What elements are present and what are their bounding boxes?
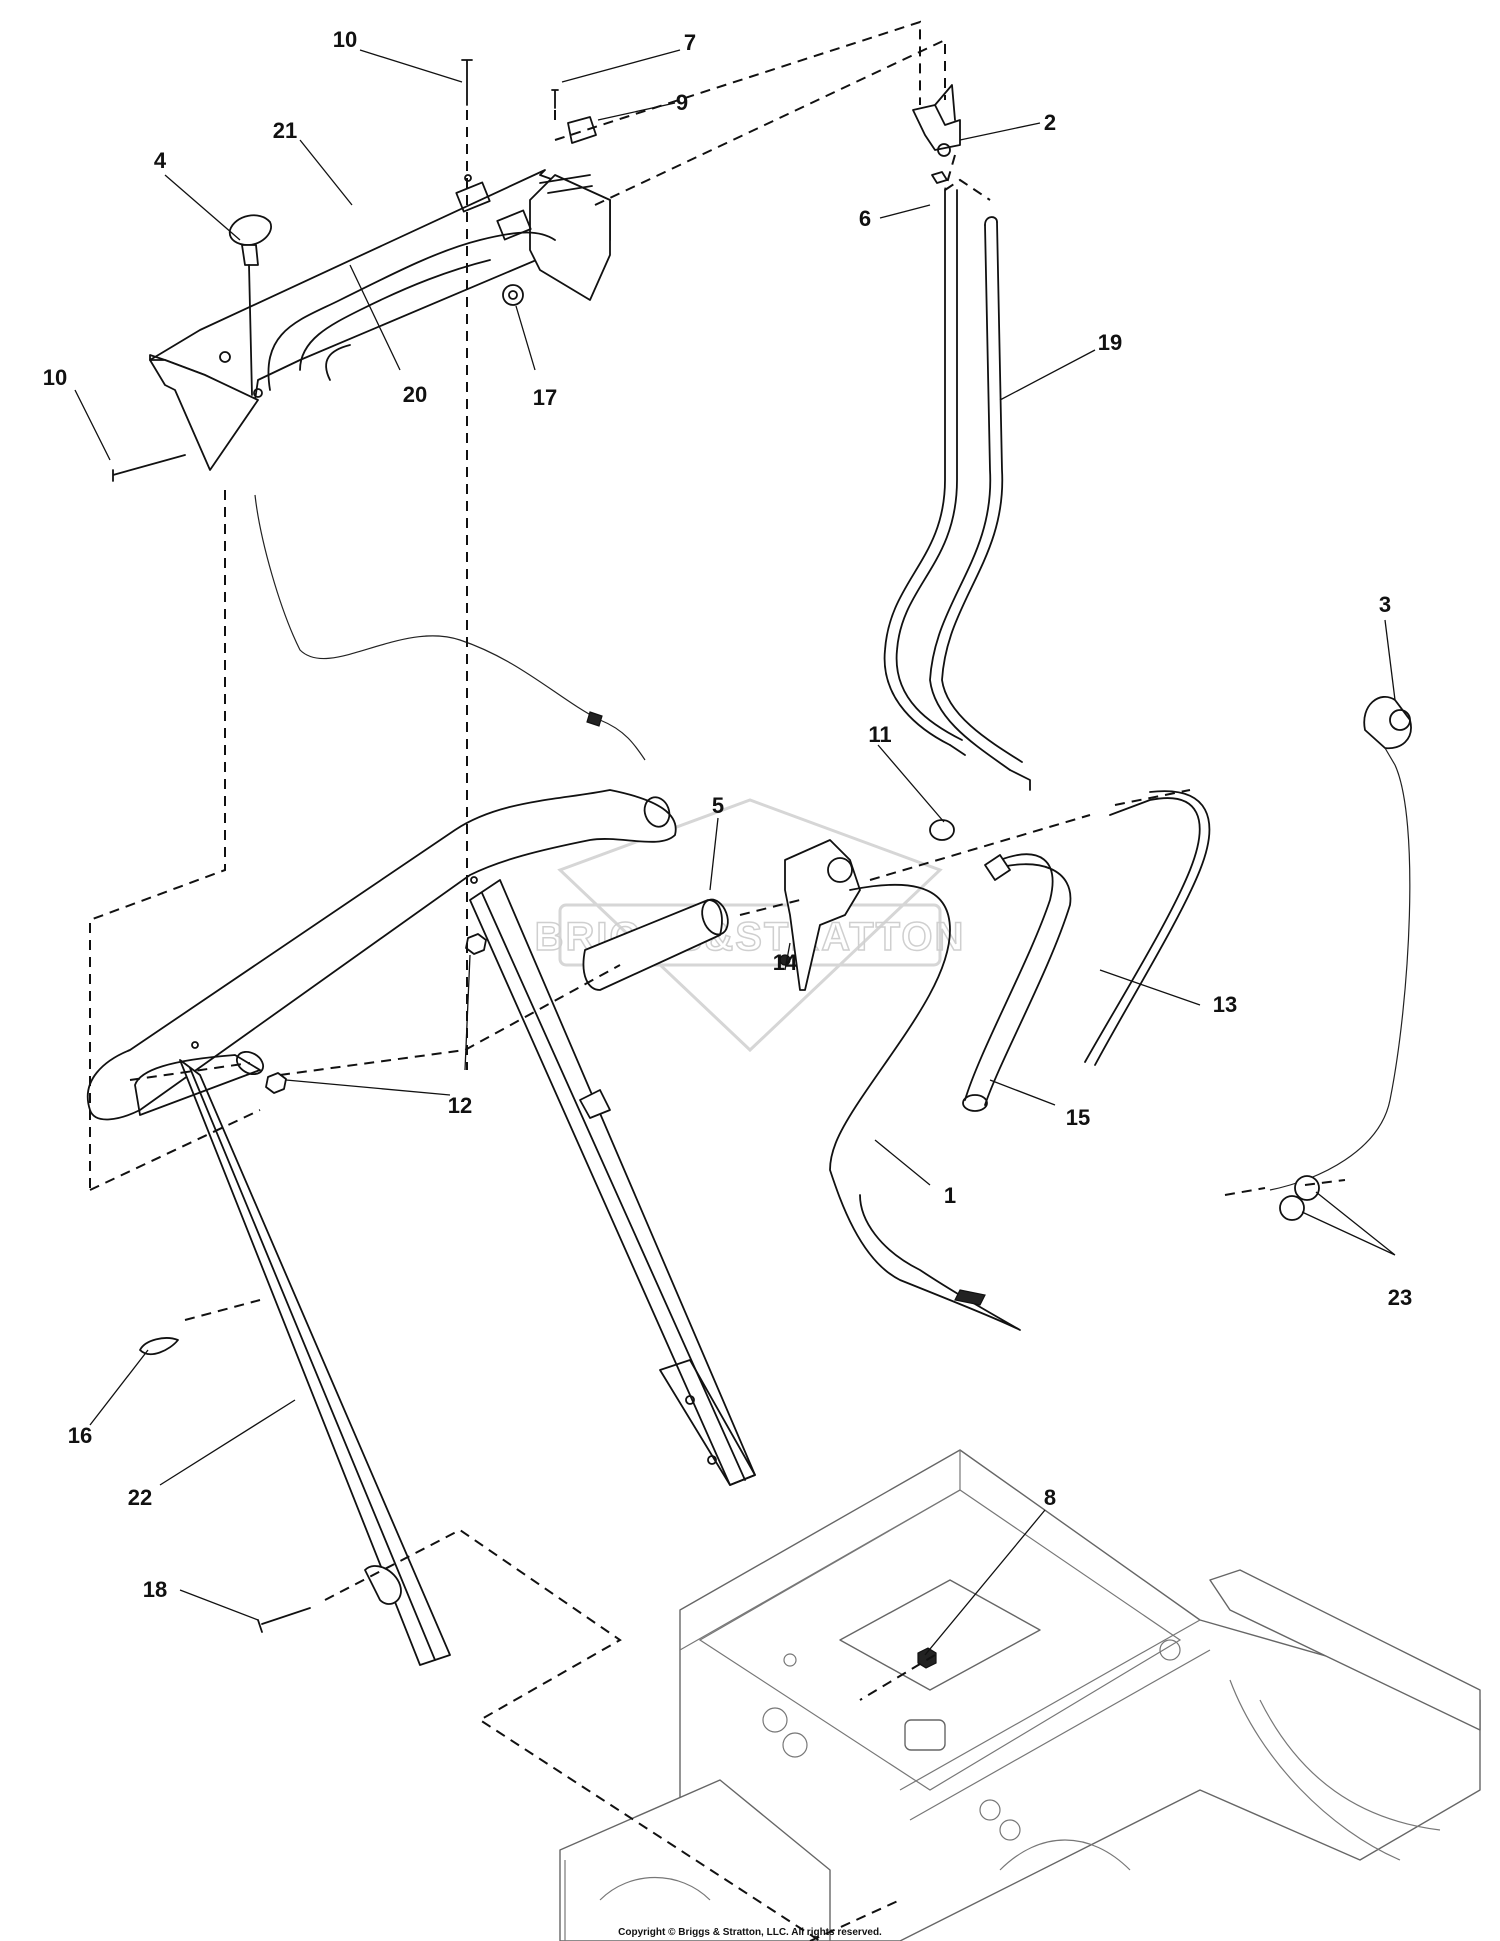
assembly-lines [89,20,1346,1941]
bail-15 [964,853,1072,1106]
callout-21: 21 [273,118,297,143]
callout-7: 7 [684,30,696,55]
leader-lines [74,49,1396,1656]
clip-part [139,1337,179,1355]
bolt-18 [257,1607,311,1633]
callout-6: 6 [859,206,871,231]
latch-part [912,84,961,184]
callout-10-left: 10 [43,365,67,390]
callout-18: 18 [143,1577,167,1602]
callout-14: 14 [773,950,798,975]
callout-3: 3 [1379,592,1391,617]
copyright-text: Copyright © Briggs & Stratton, LLC. All … [618,1927,882,1938]
callout-22: 22 [128,1485,152,1510]
callout-20: 20 [403,382,427,407]
nut-12a [465,933,487,955]
callout-1: 1 [944,1183,956,1208]
callout-4: 4 [154,148,167,173]
callout-23: 23 [1388,1285,1412,1310]
callout-19: 19 [1098,330,1122,355]
top-hardware [112,59,597,482]
nut-12b [265,1072,287,1094]
control-bracket [149,169,611,471]
bail-part [829,883,1021,1331]
callout-11: 11 [868,722,891,747]
control-housing [779,839,861,991]
callout-9: 9 [676,90,688,115]
callout-2: 2 [1044,110,1056,135]
throttle-cable [254,494,646,761]
handle-assembly [87,789,756,1666]
bail-13 [1084,790,1211,1066]
switch-cable [1269,695,1412,1221]
callout-8: 8 [1044,1485,1056,1510]
callout-12: 12 [448,1093,472,1118]
plug-part [929,819,955,841]
control-rods [883,189,1031,791]
callout-15: 15 [1066,1105,1090,1130]
callout-5: 5 [712,793,724,818]
callout-13: 13 [1213,992,1237,1017]
chassis-frame [559,1449,1481,1941]
callout-labels: 10 7 9 2 21 4 6 19 20 17 10 3 11 5 14 13… [43,27,1412,1602]
callout-17: 17 [533,385,557,410]
knob-part [228,214,272,396]
callout-10-top: 10 [333,27,357,52]
callout-16: 16 [68,1423,92,1448]
